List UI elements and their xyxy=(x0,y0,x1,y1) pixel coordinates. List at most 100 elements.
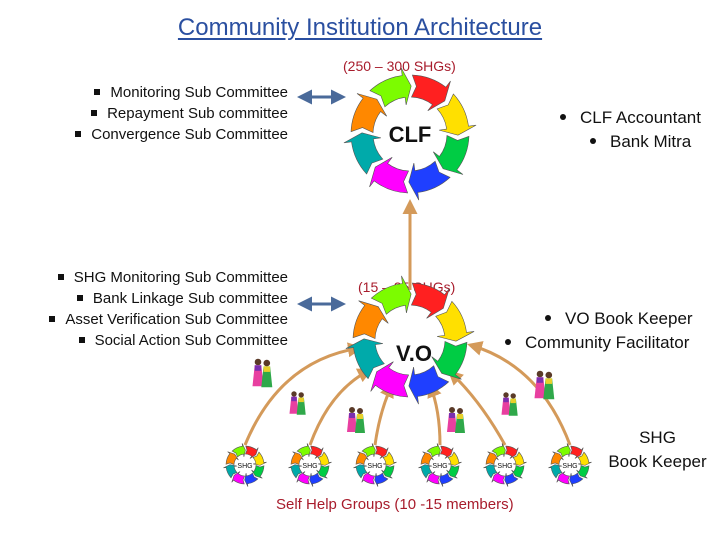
cycle-arrow-segment xyxy=(225,451,239,465)
dot-bullet-icon xyxy=(590,137,596,144)
dot-bullet-icon xyxy=(505,338,511,345)
cycle-arrow-segment xyxy=(408,365,450,405)
shg-to-vo-connector xyxy=(447,369,507,446)
shg-item-label: SHG xyxy=(562,463,577,470)
vo-committee-item: SHG Monitoring Sub Committee xyxy=(14,267,288,288)
clf-committee-list: Monitoring Sub Committee Repayment Sub c… xyxy=(40,82,288,145)
clf-committee-item: Repayment Sub committee xyxy=(40,103,288,124)
cycle-arrow-segment xyxy=(447,451,462,466)
women-group-icon xyxy=(501,392,518,416)
shg-cycle-icon: SHG xyxy=(483,443,527,487)
cycle-arrow-segment xyxy=(252,451,267,466)
cycle-arrow-segment xyxy=(426,471,440,485)
cycle-arrow-segment xyxy=(483,464,498,479)
cycle-arrow-segment xyxy=(352,300,389,340)
dot-bullet-icon xyxy=(560,113,566,120)
cycle-arrow-segment xyxy=(375,445,389,459)
shg-to-vo-connector xyxy=(308,368,373,446)
vo-committee-item: Asset Verification Sub Committee xyxy=(14,309,288,330)
women-group-icon xyxy=(252,358,273,388)
page-title: Community Institution Architecture xyxy=(177,14,543,41)
cycle-arrow-segment xyxy=(576,465,590,479)
shg-to-vo-connector xyxy=(467,341,572,446)
shg-cycle-icon: SHG xyxy=(223,443,267,487)
shg-cycle-icon: SHG xyxy=(548,443,592,487)
cycle-arrow-segment xyxy=(511,465,525,479)
clf-role-item: CLF Accountant xyxy=(560,106,701,130)
cycle-arrow-segment xyxy=(408,160,451,201)
cycle-arrow-segment xyxy=(420,451,434,465)
square-bullet-icon xyxy=(75,131,82,138)
shg-item-label: SHG xyxy=(302,463,317,470)
cycle-arrow-segment xyxy=(577,451,592,466)
cycle-arrow-segment xyxy=(569,472,584,487)
circular-arrow-cycle-icon xyxy=(343,67,477,201)
cycle-arrow-segment xyxy=(439,472,454,487)
cycle-arrow-segment xyxy=(374,472,389,487)
square-bullet-icon xyxy=(76,295,83,302)
cycle-arrow-segment xyxy=(316,465,330,479)
shg-cycle-icon: SHG xyxy=(288,443,332,487)
cycle-arrow-segment xyxy=(370,361,410,398)
cycle-arrow-segment xyxy=(556,443,571,458)
shg-to-vo-connector xyxy=(373,382,394,446)
cycle-arrow-segment xyxy=(410,282,450,319)
cycle-arrow-segment xyxy=(244,472,259,487)
cycle-arrow-segment xyxy=(436,93,477,136)
cycle-arrow-segment xyxy=(370,275,412,315)
cycle-arrow-segment xyxy=(296,443,311,458)
shg-cycle-icon: SHG xyxy=(353,443,397,487)
cycle-arrow-segment xyxy=(491,443,506,458)
vo-committee-item: Social Action Sub Committee xyxy=(14,330,288,351)
clf-center-label: CLF xyxy=(389,122,432,147)
cycle-arrow-segment xyxy=(418,464,433,479)
cycle-arrow-segment xyxy=(309,472,324,487)
square-bullet-icon xyxy=(57,274,64,281)
cycle-arrow-segment xyxy=(382,451,397,466)
cycle-arrow-segment xyxy=(431,340,468,380)
shg-item-label: SHG xyxy=(237,463,252,470)
square-bullet-icon xyxy=(91,110,98,117)
cycle-arrow-segment xyxy=(411,74,451,111)
women-group-icon xyxy=(347,407,365,433)
cycle-arrow-segment xyxy=(296,471,310,485)
cycle-arrow-segment xyxy=(440,445,454,459)
cycle-arrow-segment xyxy=(505,445,519,459)
cycle-arrow-segment xyxy=(310,445,324,459)
shg-item-label: SHG xyxy=(367,463,382,470)
clf-committee-item: Convergence Sub Committee xyxy=(40,124,288,145)
cycle-arrow-segment xyxy=(355,451,369,465)
cycle-arrow-segment xyxy=(290,451,304,465)
shg-bottom-label: Self Help Groups (10 -15 members) xyxy=(276,496,514,513)
vo-center-label: V.O xyxy=(396,341,432,366)
clf-role-list: CLF Accountant Bank Mitra xyxy=(560,106,701,154)
vo-role-item: VO Book Keeper xyxy=(505,307,693,331)
vo-committee-item: Bank Linkage Sub committee xyxy=(14,288,288,309)
shg-item-label: SHG xyxy=(497,463,512,470)
shg-to-vo-connector xyxy=(427,382,442,446)
dot-bullet-icon xyxy=(545,314,551,321)
women-group-icon xyxy=(289,391,306,415)
cycle-arrow-segment xyxy=(512,451,527,466)
clf-committee-item: Monitoring Sub Committee xyxy=(40,82,288,103)
cycle-arrow-segment xyxy=(288,464,303,479)
cycle-arrow-segment xyxy=(548,464,563,479)
square-bullet-icon xyxy=(78,337,85,344)
cycle-arrow-segment xyxy=(361,443,376,458)
clf-shg-count-note: (250 – 300 SHGs) xyxy=(343,58,456,74)
shg-book-keeper-label: SHG Book Keeper xyxy=(608,428,707,471)
cycle-arrow-segment xyxy=(446,465,460,479)
vo-role-list: VO Book Keeper Community Facilitator xyxy=(505,307,693,355)
shg-cycle-icon: SHG xyxy=(418,443,462,487)
cycle-arrow-segment xyxy=(251,465,265,479)
square-bullet-icon xyxy=(94,89,101,96)
circular-arrow-cycle-icon xyxy=(345,275,475,405)
cycle-arrow-segment xyxy=(350,93,387,133)
cycle-arrow-segment xyxy=(556,471,570,485)
shg-to-vo-connector xyxy=(243,342,363,446)
cycle-arrow-segment xyxy=(361,471,375,485)
cycle-arrow-segment xyxy=(343,132,384,175)
vo-role-item: Community Facilitator xyxy=(505,331,693,355)
cycle-arrow-segment xyxy=(435,300,475,342)
